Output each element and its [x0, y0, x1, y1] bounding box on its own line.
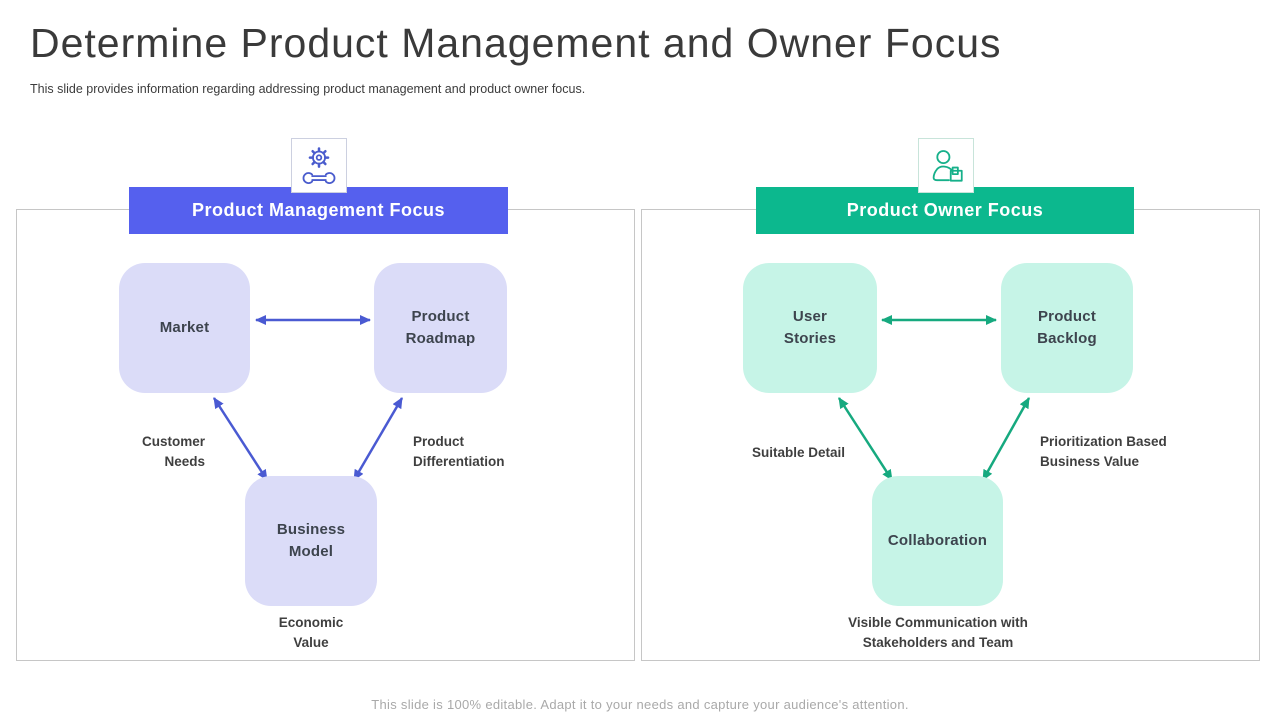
annotation-suitable-detail: Suitable Detail [751, 445, 845, 460]
annotation-prioritization: Prioritization Based Business Value [1040, 434, 1167, 469]
node-label: User Stories [783, 307, 837, 348]
slide-subtitle: This slide provides information regardin… [30, 82, 586, 96]
node-user-stories: User Stories [743, 263, 877, 393]
editable-note: This slide is 100% editable. Adapt it to… [371, 697, 909, 712]
node-label: Collaboration [887, 531, 988, 549]
annotation-visible-communication: Visible Communication with Stakeholders … [848, 615, 1028, 650]
connector-arrows [212, 315, 404, 481]
arrow-market-business-model [212, 397, 269, 481]
node-label: Product Backlog [1037, 307, 1097, 348]
gear-wrench-icon [302, 146, 336, 184]
page-title: Determine Product Management and Owner F… [30, 20, 1002, 66]
node-business-model: Business Model [245, 476, 377, 606]
person-package-icon [932, 149, 963, 182]
panel-header-label: Product Owner Focus [846, 200, 1044, 220]
annotation-product-differentiation: Product Differentiation [413, 434, 505, 469]
node-collaboration: Collaboration [872, 476, 1003, 606]
panel-border [641, 209, 1260, 661]
panel-icon-box [918, 138, 974, 193]
panel-header: Product Owner Focus [756, 187, 1134, 234]
panel-header: Product Management Focus [129, 187, 508, 234]
annotation-customer-needs: Customer Needs [141, 434, 205, 469]
panel-header-label: Product Management Focus [191, 200, 446, 220]
node-label: Product Roadmap [405, 307, 476, 348]
node-label: Business Model [276, 520, 346, 561]
panel-border [16, 209, 635, 661]
connector-arrows [837, 315, 1031, 481]
arrow-backlog-collaboration [981, 397, 1031, 481]
arrow-stories-collaboration [837, 397, 894, 481]
arrow-roadmap-business-model [352, 397, 404, 481]
panel-icon-box [291, 138, 347, 193]
annotation-economic-value: Economic Value [278, 615, 344, 650]
node-product-backlog: Product Backlog [1001, 263, 1133, 393]
node-market: Market [119, 263, 250, 393]
node-product-roadmap: Product Roadmap [374, 263, 507, 393]
node-label: Market [159, 318, 210, 336]
